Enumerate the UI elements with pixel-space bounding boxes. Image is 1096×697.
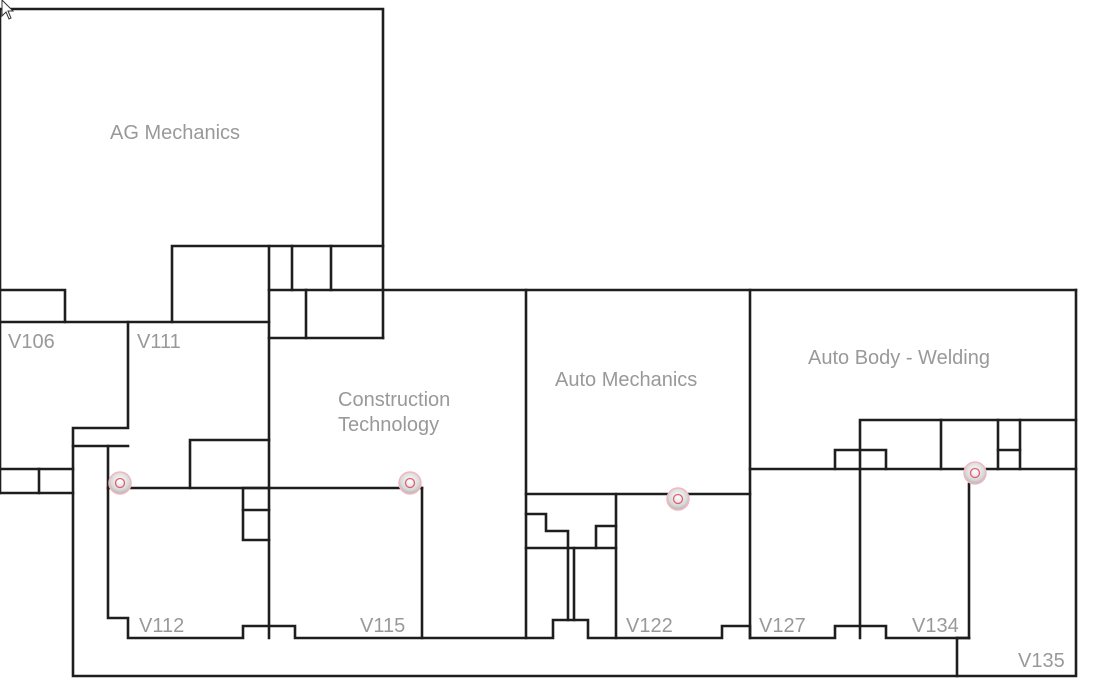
location-marker-icon[interactable] <box>963 461 987 485</box>
room-label-v106: V106 <box>8 331 55 353</box>
room-label-auto-mechanics: Auto Mechanics <box>555 369 697 391</box>
room-label-v115: V115 <box>360 615 405 637</box>
markers <box>108 461 987 511</box>
location-marker-icon[interactable] <box>398 471 422 495</box>
room-label-v135: V135 <box>1018 650 1065 672</box>
room-label-auto-body: Auto Body - Welding <box>808 347 990 369</box>
room-labels: AG Mechanics V106 V111 Construction Tech… <box>8 122 1065 672</box>
location-marker-icon[interactable] <box>666 487 690 511</box>
room-label-technology: Technology <box>338 414 439 436</box>
walls <box>0 7 1078 678</box>
location-marker-icon[interactable] <box>108 471 132 495</box>
room-label-v127: V127 <box>759 615 806 637</box>
room-label-ag-mechanics: AG Mechanics <box>110 122 240 144</box>
room-label-v134: V134 <box>912 615 959 637</box>
room-label-construction: Construction <box>338 389 450 411</box>
room-label-v112: V112 <box>139 615 184 637</box>
mouse-pointer-icon <box>1 0 15 20</box>
room-label-v122: V122 <box>626 615 673 637</box>
room-label-v111: V111 <box>137 331 181 353</box>
